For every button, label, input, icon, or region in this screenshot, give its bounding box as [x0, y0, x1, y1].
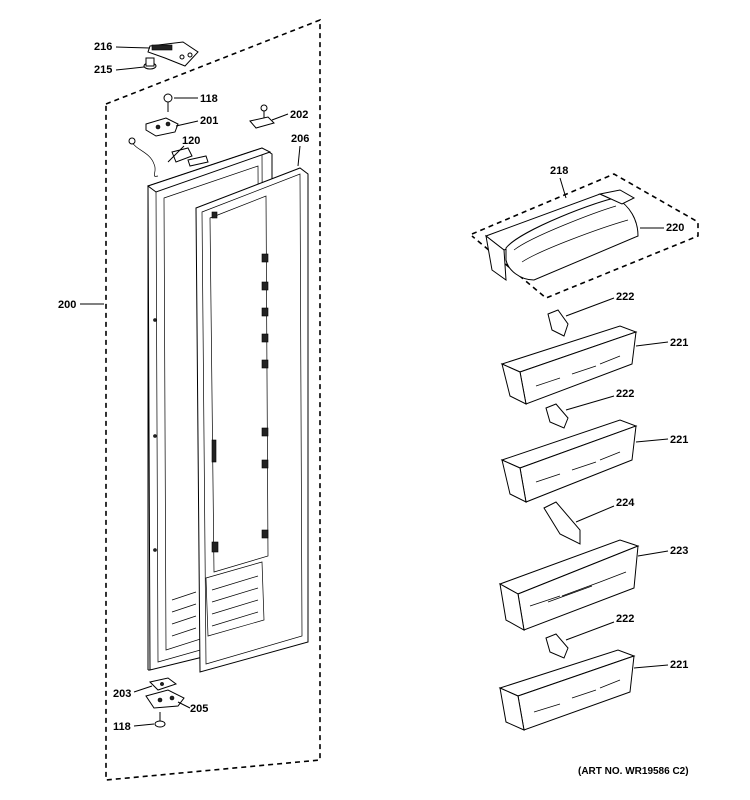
bottom-hinge-203	[149, 677, 178, 691]
door-bin-223	[498, 539, 640, 631]
label-224: 224	[575, 497, 635, 523]
label-221-b: 221	[635, 434, 688, 446]
svg-text:118: 118	[200, 93, 218, 105]
svg-text:118: 118	[113, 721, 131, 733]
label-206: 206	[291, 133, 309, 167]
bottom-bracket-205	[145, 689, 185, 709]
label-218: 218	[550, 165, 568, 199]
screw-118-top	[163, 93, 173, 112]
svg-text:221: 221	[670, 434, 688, 446]
screw-202	[249, 104, 275, 129]
svg-text:120: 120	[182, 135, 200, 147]
door-bin-221-c	[498, 649, 636, 731]
door-bin-221-b	[500, 419, 638, 503]
svg-text:215: 215	[94, 64, 112, 76]
svg-text:206: 206	[291, 133, 309, 145]
label-220: 220	[640, 222, 684, 234]
clip-222-b	[545, 403, 569, 429]
clip-224	[543, 501, 581, 545]
svg-text:202: 202	[290, 109, 308, 121]
svg-text:222: 222	[616, 291, 634, 303]
label-215: 215	[94, 64, 145, 76]
door-liner-206	[195, 167, 309, 673]
label-222-a: 222	[565, 291, 634, 317]
label-120: 120	[167, 135, 200, 163]
art-number: (ART NO. WR19586 C2)	[578, 766, 689, 777]
label-222-c: 222	[565, 613, 634, 641]
label-222-b: 222	[565, 388, 634, 411]
svg-text:221: 221	[670, 337, 688, 349]
clip-222-a	[547, 309, 569, 337]
dairy-bin-220	[484, 189, 639, 282]
top-hinge-216	[147, 41, 199, 67]
svg-text:205: 205	[190, 703, 208, 715]
wire-harness-120	[128, 137, 209, 177]
svg-text:218: 218	[550, 165, 568, 177]
svg-text:200: 200	[58, 299, 76, 311]
label-118-bottom: 118	[113, 721, 155, 733]
label-205: 205	[177, 701, 208, 715]
screw-118-bottom	[154, 712, 166, 728]
dairy-assembly-boundary	[471, 173, 699, 299]
label-202: 202	[271, 109, 308, 121]
svg-text:201: 201	[200, 115, 218, 127]
svg-text:216: 216	[94, 41, 112, 53]
label-223: 223	[637, 545, 688, 557]
label-216: 216	[94, 41, 151, 53]
label-221-c: 221	[633, 659, 688, 671]
svg-text:222: 222	[616, 388, 634, 400]
door-bin-221-a	[500, 325, 638, 405]
svg-text:220: 220	[666, 222, 684, 234]
label-221-a: 221	[635, 337, 688, 349]
label-201: 201	[175, 115, 218, 127]
svg-text:221: 221	[670, 659, 688, 671]
svg-text:224: 224	[616, 497, 635, 509]
svg-text:222: 222	[616, 613, 634, 625]
clip-222-c	[545, 633, 569, 659]
svg-text:203: 203	[113, 688, 131, 700]
label-203: 203	[113, 685, 153, 700]
label-200: 200	[58, 299, 104, 311]
hinge-pin-215	[143, 57, 157, 70]
label-118-top: 118	[174, 93, 218, 105]
door-assembly-boundary	[105, 18, 321, 781]
svg-text:223: 223	[670, 545, 688, 557]
bracket-201	[145, 117, 179, 137]
